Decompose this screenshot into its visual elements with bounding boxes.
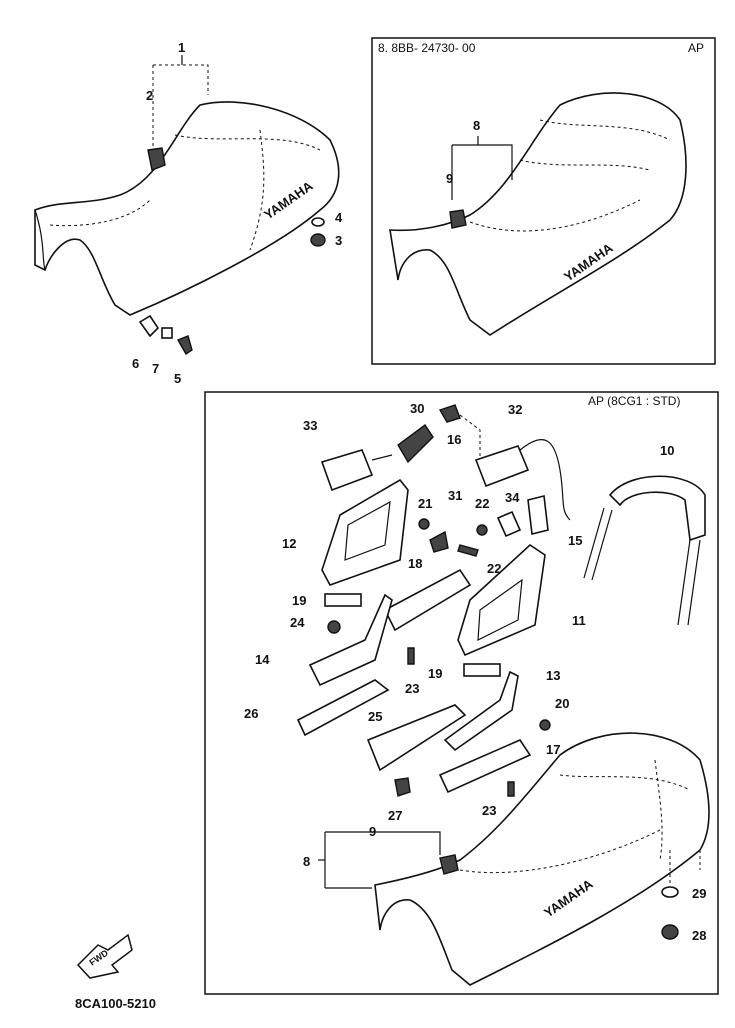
variant-seat-header: 8. 8BB- 24730- 00 xyxy=(378,41,476,55)
callout-30: 30 xyxy=(410,401,424,416)
part-31-clamp xyxy=(429,530,449,553)
callout-5: 5 xyxy=(174,371,181,386)
part-13-rail xyxy=(443,670,519,752)
part-5-bolt xyxy=(176,335,193,355)
callout-11: 11 xyxy=(572,613,586,628)
callout-4: 4 xyxy=(335,210,343,225)
part-27-bolt xyxy=(394,777,411,797)
part-23-screw-right xyxy=(507,781,515,797)
callout-21: 21 xyxy=(418,496,432,511)
callout-10: 10 xyxy=(660,443,674,458)
part-12-bracket xyxy=(321,478,409,586)
callout-28: 28 xyxy=(692,928,706,943)
part-15-spacer xyxy=(527,495,549,535)
callout-19-right: 19 xyxy=(428,666,442,681)
callout-20: 20 xyxy=(555,696,569,711)
part-25-plate xyxy=(366,704,467,772)
part-18-cushion-lower xyxy=(438,738,532,794)
callout-14: 14 xyxy=(255,652,270,667)
callout-34: 34 xyxy=(505,490,520,505)
seat-lower-drawing: YAMAHA xyxy=(374,732,710,986)
callout-18: 18 xyxy=(408,556,422,571)
part-22-bolt-lower xyxy=(457,544,479,557)
callout-6: 6 xyxy=(132,356,139,371)
part-29-washer xyxy=(661,886,679,898)
callout-12: 12 xyxy=(282,536,296,551)
callout-23-right: 23 xyxy=(482,803,496,818)
callout-2: 2 xyxy=(146,88,153,103)
callout-1: 1 xyxy=(178,40,185,55)
part-34-stay xyxy=(496,510,522,538)
callout-22-lower: 22 xyxy=(487,561,501,576)
callout-25: 25 xyxy=(368,709,382,724)
part-18-cushion xyxy=(383,568,472,632)
callout-15: 15 xyxy=(568,533,582,548)
seat-main-drawing: YAMAHA xyxy=(34,101,340,316)
part-33-box xyxy=(320,449,374,492)
variant-seat-panel xyxy=(371,37,716,365)
part-6-bracket xyxy=(138,314,160,338)
part-11-bracket xyxy=(457,543,546,657)
fwd-arrow-icon: FWD xyxy=(76,933,133,979)
callout-3: 3 xyxy=(335,233,342,248)
seat-variant-drawing: YAMAHA xyxy=(389,92,687,336)
callout-8-variant: 8 xyxy=(473,118,480,133)
part-20-bolt xyxy=(539,719,551,731)
callout-26: 26 xyxy=(244,706,258,721)
callout-27: 27 xyxy=(388,808,402,823)
part-7-collar xyxy=(161,327,173,339)
part-16-grip xyxy=(397,423,434,464)
callout-33: 33 xyxy=(303,418,317,433)
part-23-screw-left xyxy=(407,647,415,665)
callout-31: 31 xyxy=(448,488,462,503)
callout-13: 13 xyxy=(546,668,560,683)
part-4-washer xyxy=(311,217,325,227)
callout-17: 17 xyxy=(546,742,560,757)
part-21-nut xyxy=(418,518,430,530)
callout-24: 24 xyxy=(290,615,305,630)
callout-9-lower: 9 xyxy=(369,824,376,839)
callout-9-variant: 9 xyxy=(446,171,453,186)
grab-bar-panel-header: AP (8CG1 : STD) xyxy=(588,394,680,408)
variant-seat-ap-label: AP xyxy=(688,41,704,55)
part-14-rail xyxy=(308,593,393,687)
callout-29: 29 xyxy=(692,886,706,901)
part-24-nut xyxy=(327,620,341,634)
part-30-bolt xyxy=(438,404,461,423)
part-32-light xyxy=(474,445,530,488)
callout-19-left: 19 xyxy=(292,593,306,608)
callout-7: 7 xyxy=(152,361,159,376)
diagram-code: 8CA100-5210 xyxy=(75,996,156,1011)
callout-16: 16 xyxy=(447,432,461,447)
callout-22-upper: 22 xyxy=(475,496,489,511)
part-26-plate xyxy=(296,679,390,737)
part-22-bolt-upper xyxy=(476,524,488,536)
part-19-pad-left xyxy=(324,593,362,607)
callout-8-lower: 8 xyxy=(303,854,310,869)
part-28-damper xyxy=(661,924,679,940)
callout-23-left: 23 xyxy=(405,681,419,696)
part-19-pad-right xyxy=(463,663,501,677)
grab-bar-panel xyxy=(204,391,719,995)
part-3-damper xyxy=(310,233,326,247)
callout-32: 32 xyxy=(508,402,522,417)
part-10-grab-handle xyxy=(608,475,706,542)
